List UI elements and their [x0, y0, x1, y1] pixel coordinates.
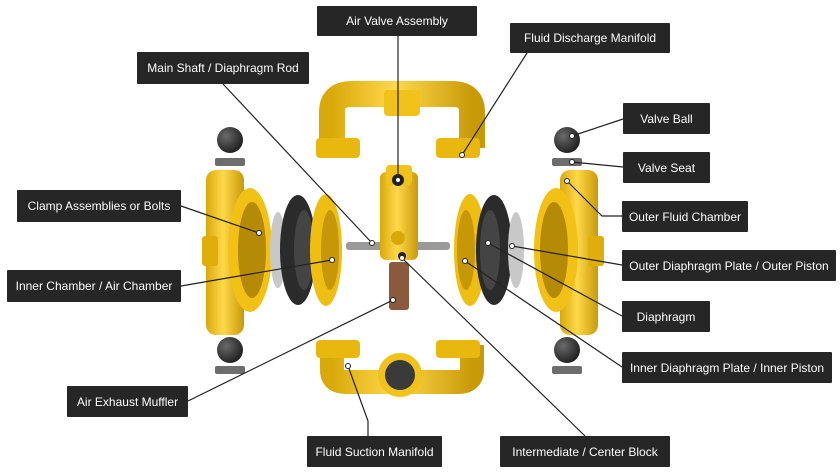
- leader-diaphragm: [487, 242, 623, 317]
- label-air-exhaust-muffler: Air Exhaust Muffler: [67, 386, 188, 417]
- left-outer-fluid-chamber: [202, 170, 272, 335]
- center-block-part: [380, 165, 418, 260]
- fluid-discharge-manifold-part: [316, 81, 485, 158]
- right-outer-fluid-chamber: [534, 170, 604, 335]
- fluid-suction-manifold-part: [316, 340, 484, 397]
- leader-inner-chamber: [180, 259, 333, 287]
- leader-suction: [347, 365, 369, 436]
- label-valve-ball: Valve Ball: [623, 103, 710, 134]
- label-clamp-assemblies: Clamp Assemblies or Bolts: [17, 190, 181, 222]
- leader-inner-plate: [464, 260, 623, 368]
- leader-center-block: [401, 257, 586, 437]
- leader-valve-seat: [571, 161, 624, 168]
- label-main-shaft: Main Shaft / Diaphragm Rod: [137, 52, 309, 84]
- label-intermediate-block: Intermediate / Center Block: [500, 436, 670, 467]
- right-diaphragm-stack: [454, 194, 524, 306]
- leader-outer-fluid: [566, 180, 622, 217]
- label-valve-seat: Valve Seat: [623, 152, 710, 183]
- left-diaphragm-stack: [270, 194, 342, 306]
- label-outer-diaphragm-plate: Outer Diaphragm Plate / Outer Piston: [622, 250, 836, 281]
- leader-main-shaft: [222, 83, 373, 244]
- label-fluid-suction-manifold: Fluid Suction Manifold: [307, 436, 442, 467]
- leader-discharge: [461, 52, 528, 156]
- leader-valve-ball: [571, 118, 624, 137]
- leader-clamp: [180, 205, 260, 234]
- label-inner-chamber: Inner Chamber / Air Chamber: [7, 270, 181, 302]
- label-air-valve-assembly: Air Valve Assembly: [317, 6, 477, 36]
- label-outer-fluid-chamber: Outer Fluid Chamber: [622, 201, 748, 232]
- label-fluid-discharge-manifold: Fluid Discharge Manifold: [510, 23, 670, 53]
- label-diaphragm: Diaphragm: [622, 301, 710, 332]
- leader-dots: [256, 133, 575, 369]
- leader-outer-plate: [511, 245, 623, 266]
- leader-lines: [180, 36, 624, 437]
- label-inner-diaphragm-plate: Inner Diaphragm Plate / Inner Piston: [622, 352, 832, 383]
- leader-muffler: [187, 299, 394, 402]
